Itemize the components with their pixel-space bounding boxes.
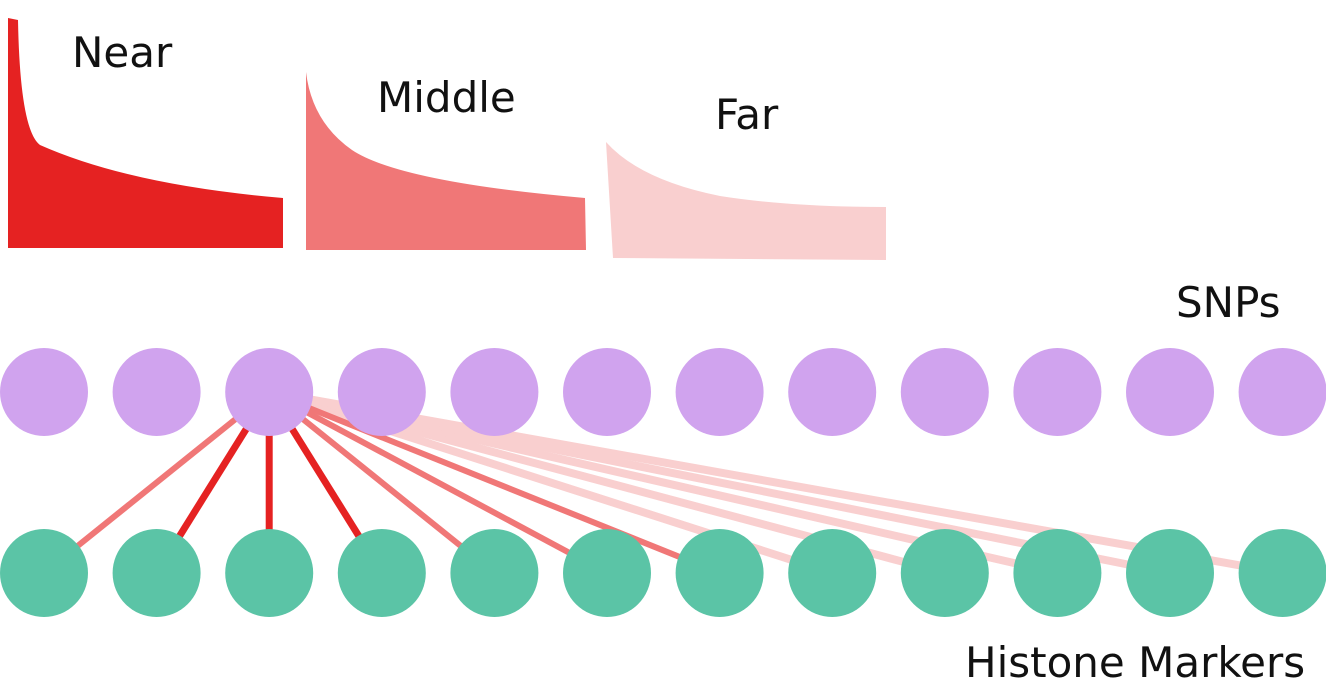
histone-node-5 <box>563 529 651 617</box>
edge-middle-to-histone-5 <box>289 400 572 556</box>
far-decay-shape <box>606 142 886 260</box>
histone-node-3 <box>337 529 426 617</box>
edge-near-to-histone-3 <box>279 410 363 540</box>
middle-decay-shape <box>306 72 586 250</box>
histone-node-2 <box>225 529 314 617</box>
near-label: Near <box>72 28 173 77</box>
snp-nodes-group <box>0 348 1326 436</box>
snp-node-4 <box>450 348 539 436</box>
far-label: Far <box>715 90 779 139</box>
snp-node-7 <box>788 348 877 436</box>
snp-node-11 <box>1238 348 1326 436</box>
histone-node-1 <box>112 529 201 617</box>
snp-node-9 <box>1013 348 1102 436</box>
snp-node-0 <box>0 348 88 436</box>
edge-far-to-histone-9 <box>291 393 1018 568</box>
histone-markers-row-label: Histone Markers <box>965 638 1306 687</box>
edge-far-to-histone-11 <box>292 392 1243 570</box>
edge-near-to-histone-1 <box>175 410 260 540</box>
histone-node-11 <box>1238 529 1326 617</box>
histone-node-9 <box>1013 529 1102 617</box>
histone-node-8 <box>900 529 989 617</box>
edge-middle-to-histone-4 <box>286 404 464 550</box>
snp-node-1 <box>112 348 201 436</box>
histone-node-7 <box>788 529 877 617</box>
near-decay-shape <box>8 18 283 248</box>
edge-middle-to-histone-0 <box>74 404 253 550</box>
snp-node-3 <box>337 348 426 436</box>
snp-node-5 <box>563 348 651 436</box>
snp-node-2 <box>225 348 314 436</box>
snp-node-10 <box>1126 348 1214 436</box>
histone-node-10 <box>1126 529 1214 617</box>
snp-node-8 <box>900 348 989 436</box>
histone-node-0 <box>0 529 88 617</box>
middle-label: Middle <box>377 73 516 122</box>
snps-row-label: SNPs <box>1176 278 1281 327</box>
histone-node-6 <box>675 529 764 617</box>
histone-node-4 <box>450 529 539 617</box>
snp-node-6 <box>675 348 764 436</box>
histone-nodes-group <box>0 529 1326 617</box>
